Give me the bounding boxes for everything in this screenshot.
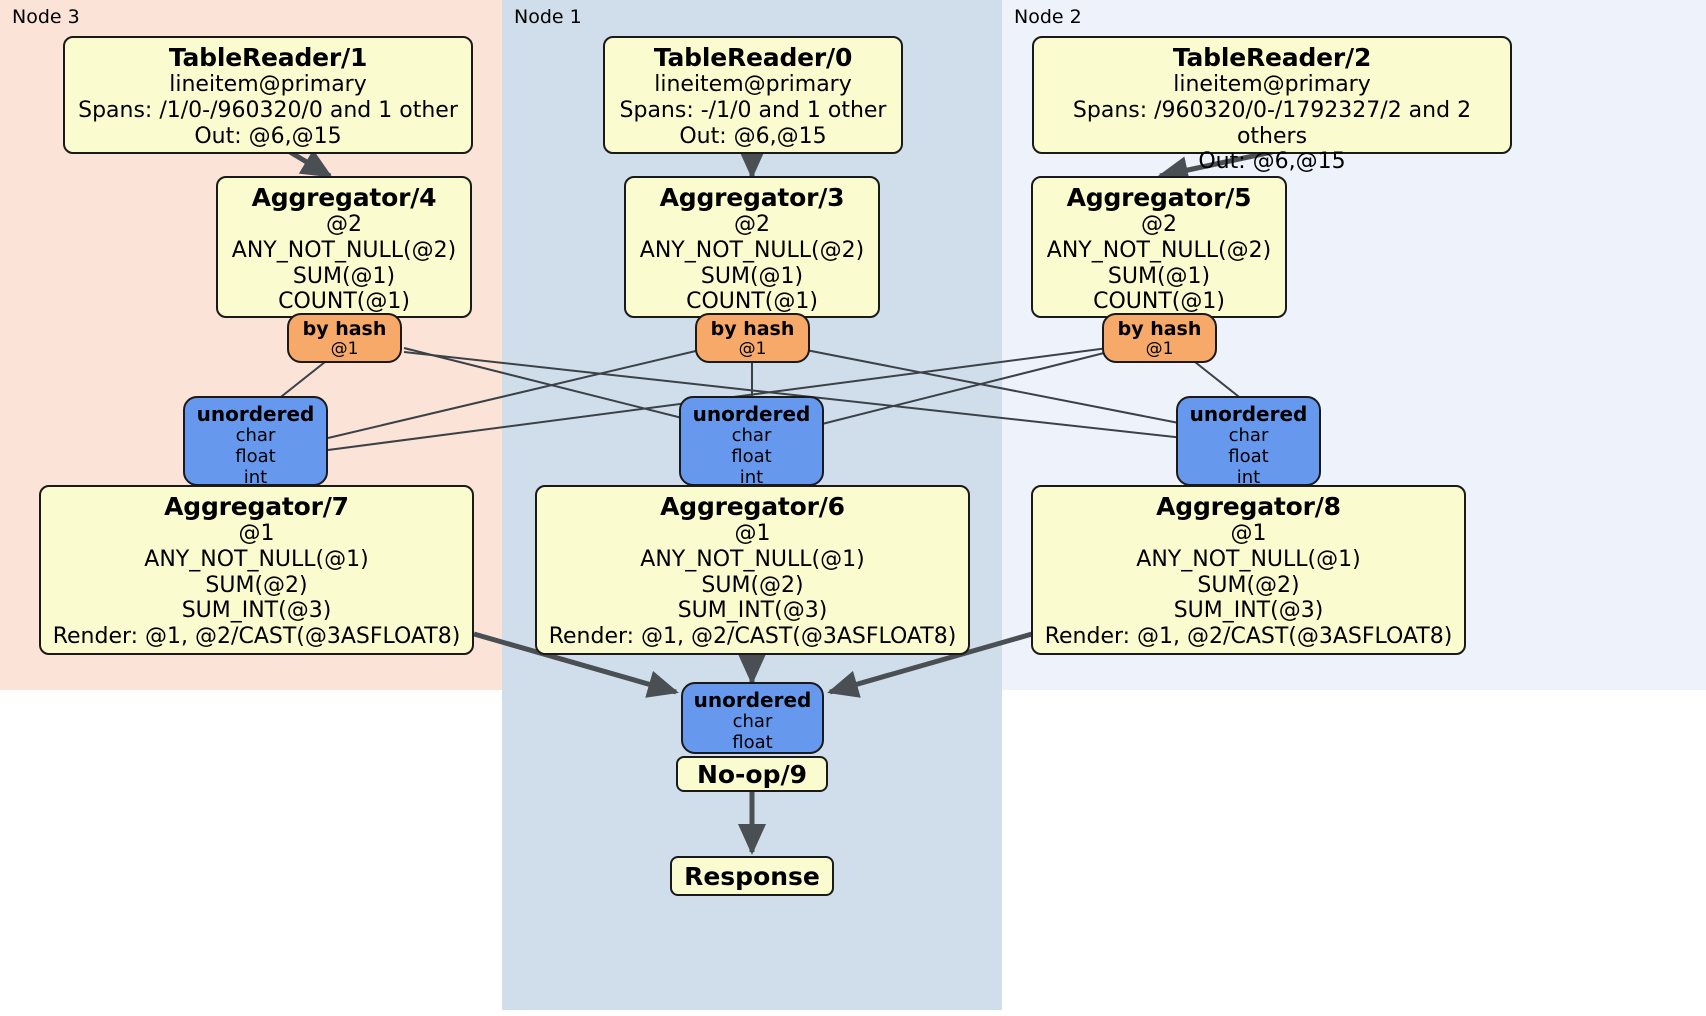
edge-agg7-to-final xyxy=(473,631,679,698)
tablereader-0-line1: lineitem@primary xyxy=(654,72,852,98)
aggregator-4-title: Aggregator/4 xyxy=(251,183,437,212)
panel-node1-label: Node 1 xyxy=(514,6,582,28)
aggregator-8-line4: SUM_INT(@3) xyxy=(1173,598,1324,624)
unordered-left-line3: int xyxy=(243,466,268,488)
stream-unordered-center[interactable]: unordered char float int xyxy=(679,396,824,488)
tablereader-0-title: TableReader/0 xyxy=(653,43,853,72)
processor-aggregator-5[interactable]: Aggregator/5 @2 ANY_NOT_NULL(@2) SUM(@1)… xyxy=(1031,176,1287,318)
unordered-right-line3: int xyxy=(1236,466,1261,488)
aggregator-6-line4: SUM_INT(@3) xyxy=(677,598,828,624)
edge-agg8-to-final xyxy=(827,631,1033,698)
tablereader-0-line3: Out: @6,@15 xyxy=(679,123,827,149)
aggregator-4-line1: @2 xyxy=(326,212,362,238)
unordered-final-title: unordered xyxy=(693,688,812,712)
aggregator-4-line3: SUM(@1) xyxy=(292,263,396,289)
aggregator-8-line2: ANY_NOT_NULL(@1) xyxy=(1136,546,1361,572)
tablereader-2-line2: Spans: /960320/0-/1792327/2 and 2 others xyxy=(1072,97,1472,149)
response-title: Response xyxy=(684,861,820,891)
aggregator-7-line4: SUM_INT(@3) xyxy=(181,598,332,624)
aggregator-7-line2: ANY_NOT_NULL(@1) xyxy=(144,546,369,572)
router-by-hash-left[interactable]: by hash @1 xyxy=(287,313,402,363)
edge-hash-left-to-unordered-right xyxy=(403,351,1185,439)
unordered-left-line1: char xyxy=(235,425,276,447)
aggregator-8-title: Aggregator/8 xyxy=(1156,492,1341,521)
processor-tablereader-1[interactable]: TableReader/1 lineitem@primary Spans: /1… xyxy=(63,36,473,154)
router-by-hash-center[interactable]: by hash @1 xyxy=(695,313,810,363)
tablereader-2-line1: lineitem@primary xyxy=(1173,72,1371,98)
unordered-center-title: unordered xyxy=(692,402,811,426)
aggregator-3-line4: COUNT(@1) xyxy=(686,289,818,315)
processor-tablereader-0[interactable]: TableReader/0 lineitem@primary Spans: -/… xyxy=(603,36,903,154)
unordered-center-line1: char xyxy=(731,425,772,447)
aggregator-4-line2: ANY_NOT_NULL(@2) xyxy=(231,237,457,263)
unordered-center-line3: int xyxy=(739,466,764,488)
unordered-left-title: unordered xyxy=(196,402,315,426)
tablereader-2-line3: Out: @6,@15 xyxy=(1198,149,1346,175)
tablereader-1-line2: Spans: /1/0-/960320/0 and 1 other xyxy=(78,97,458,123)
router-by-hash-right[interactable]: by hash @1 xyxy=(1102,313,1217,363)
noop-9-title: No-op/9 xyxy=(696,759,808,789)
processor-aggregator-4[interactable]: Aggregator/4 @2 ANY_NOT_NULL(@2) SUM(@1)… xyxy=(216,176,472,318)
unordered-left-line2: float xyxy=(235,446,276,468)
tablereader-1-line1: lineitem@primary xyxy=(169,72,367,98)
unordered-final-line2: float xyxy=(732,732,773,754)
edge-hash-right-to-unordered-center xyxy=(821,351,1109,425)
processor-response[interactable]: Response xyxy=(670,856,834,896)
aggregator-3-line3: SUM(@1) xyxy=(700,263,804,289)
unordered-final-line1: char xyxy=(732,711,773,733)
stream-unordered-right[interactable]: unordered char float int xyxy=(1176,396,1321,488)
unordered-center-line2: float xyxy=(731,446,772,468)
processor-aggregator-8[interactable]: Aggregator/8 @1 ANY_NOT_NULL(@1) SUM(@2)… xyxy=(1031,485,1466,655)
processor-tablereader-2[interactable]: TableReader/2 lineitem@primary Spans: /9… xyxy=(1032,36,1512,174)
aggregator-6-line1: @1 xyxy=(734,521,771,547)
tablereader-1-line3: Out: @6,@15 xyxy=(194,123,342,149)
aggregator-6-line2: ANY_NOT_NULL(@1) xyxy=(640,546,865,572)
aggregator-3-line2: ANY_NOT_NULL(@2) xyxy=(639,237,865,263)
edge-tr2-agg5 xyxy=(1157,149,1273,184)
aggregator-3-line1: @2 xyxy=(734,212,770,238)
aggregator-8-line5: Render: @1, @2/CAST(@3ASFLOAT8) xyxy=(1044,624,1453,650)
edge-tr1-agg4 xyxy=(288,149,333,179)
unordered-right-line2: float xyxy=(1228,446,1269,468)
panel-node2-label: Node 2 xyxy=(1014,6,1082,28)
by-hash-left-title: by hash xyxy=(302,318,387,340)
edge-hash-center-to-unordered-left xyxy=(327,349,701,439)
aggregator-5-line1: @2 xyxy=(1141,212,1177,238)
aggregator-5-line4: COUNT(@1) xyxy=(1093,289,1225,315)
tablereader-1-title: TableReader/1 xyxy=(168,43,368,72)
aggregator-7-line5: Render: @1, @2/CAST(@3ASFLOAT8) xyxy=(52,624,461,650)
aggregator-6-title: Aggregator/6 xyxy=(660,492,845,521)
stream-unordered-final[interactable]: unordered char float xyxy=(681,682,824,754)
aggregator-4-line4: COUNT(@1) xyxy=(278,289,410,315)
aggregator-5-line2: ANY_NOT_NULL(@2) xyxy=(1046,237,1272,263)
by-hash-center-title: by hash xyxy=(710,318,795,340)
aggregator-3-title: Aggregator/3 xyxy=(659,183,845,212)
aggregator-7-title: Aggregator/7 xyxy=(164,492,349,521)
stream-unordered-left[interactable]: unordered char float int xyxy=(183,396,328,488)
aggregator-8-line3: SUM(@2) xyxy=(1197,572,1300,598)
unordered-right-title: unordered xyxy=(1189,402,1308,426)
unordered-right-line1: char xyxy=(1228,425,1269,447)
tablereader-2-title: TableReader/2 xyxy=(1172,43,1372,72)
aggregator-8-line1: @1 xyxy=(1230,521,1267,547)
by-hash-center-line1: @1 xyxy=(738,338,767,359)
aggregator-7-line3: SUM(@2) xyxy=(205,572,308,598)
processor-aggregator-6[interactable]: Aggregator/6 @1 ANY_NOT_NULL(@1) SUM(@2)… xyxy=(535,485,970,655)
aggregator-5-title: Aggregator/5 xyxy=(1066,183,1252,212)
panel-node3-label: Node 3 xyxy=(12,6,80,28)
processor-aggregator-3[interactable]: Aggregator/3 @2 ANY_NOT_NULL(@2) SUM(@1)… xyxy=(624,176,880,318)
aggregator-6-line5: Render: @1, @2/CAST(@3ASFLOAT8) xyxy=(548,624,957,650)
by-hash-left-line1: @1 xyxy=(330,338,359,359)
edge-hash-center-to-unordered-right xyxy=(805,349,1185,425)
tablereader-0-line2: Spans: -/1/0 and 1 other xyxy=(619,97,887,123)
by-hash-right-line1: @1 xyxy=(1145,338,1174,359)
aggregator-5-line3: SUM(@1) xyxy=(1107,263,1211,289)
by-hash-right-title: by hash xyxy=(1117,318,1202,340)
aggregator-7-line1: @1 xyxy=(238,521,275,547)
processor-noop-9[interactable]: No-op/9 xyxy=(676,756,828,792)
processor-aggregator-7[interactable]: Aggregator/7 @1 ANY_NOT_NULL(@1) SUM(@2)… xyxy=(39,485,474,655)
aggregator-6-line3: SUM(@2) xyxy=(701,572,804,598)
